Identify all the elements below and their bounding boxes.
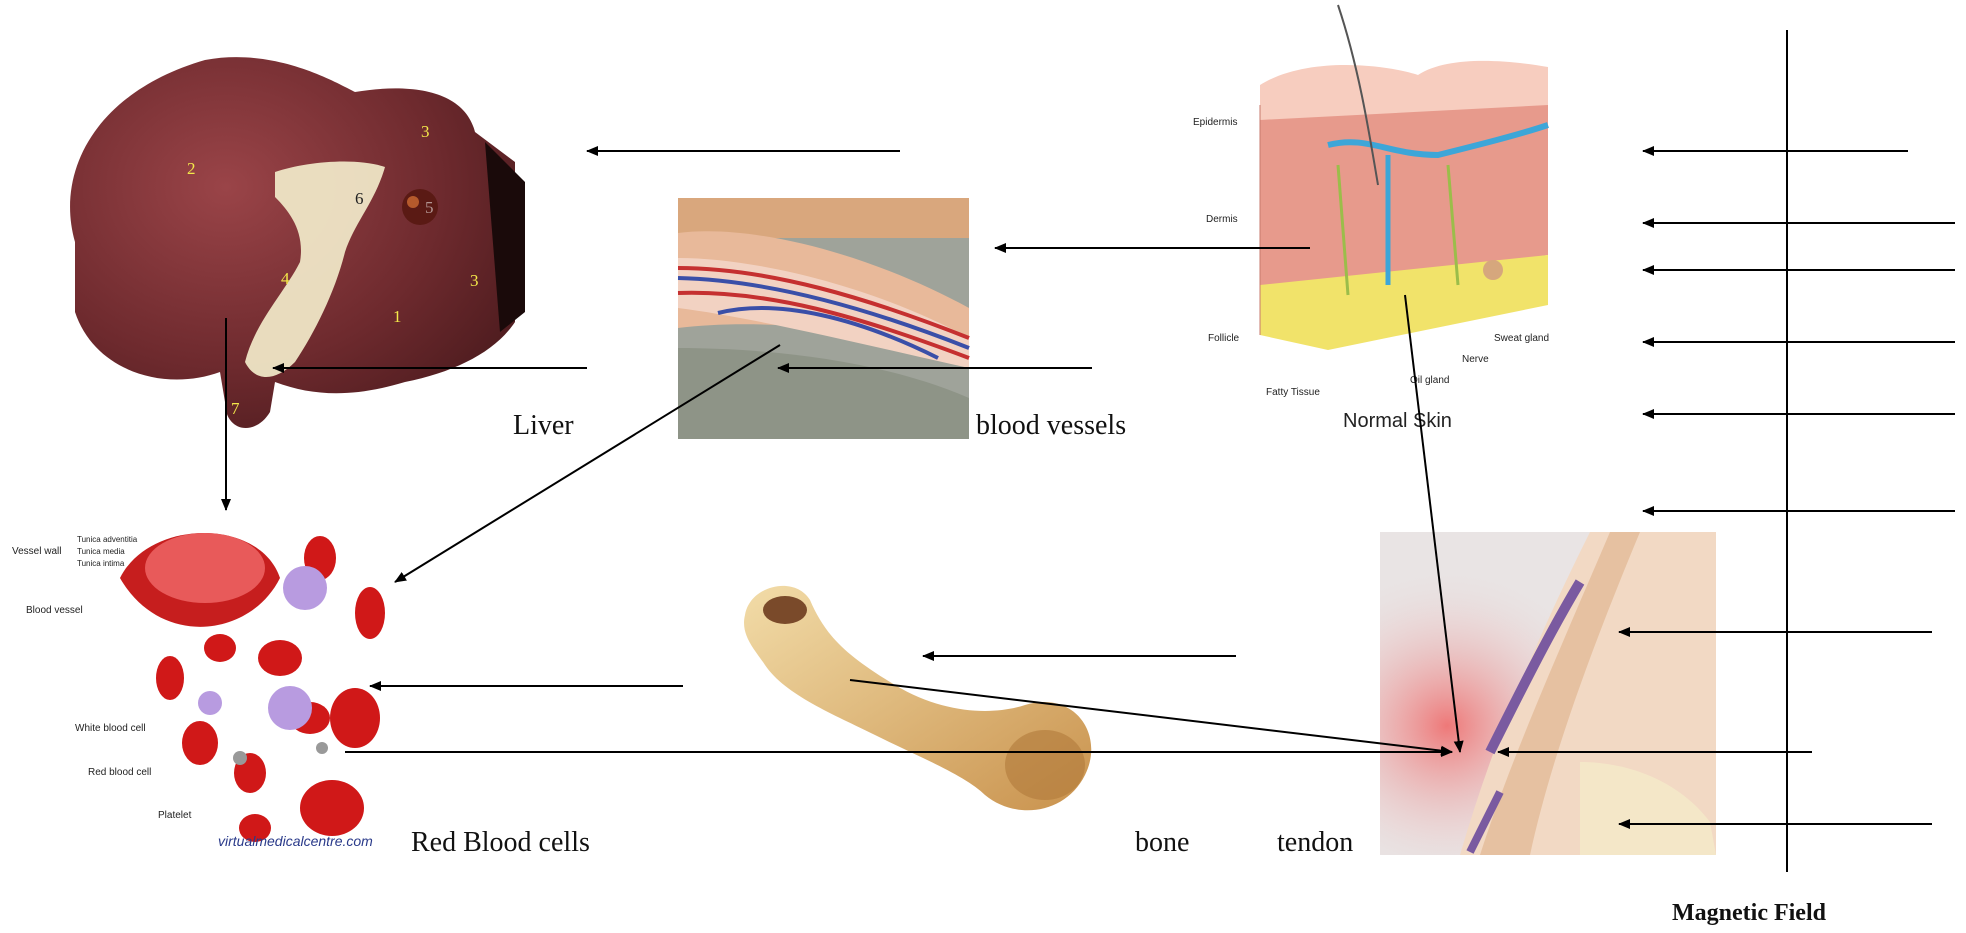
caption-blood-vessels: blood vessels (976, 410, 1126, 442)
caption-liver: Liver (513, 410, 574, 442)
caption-bone: bone (1135, 827, 1189, 859)
caption-red-blood-cells: Red Blood cells (411, 827, 590, 859)
arrow-vessels-to-blood (395, 345, 780, 582)
arrow-bone-to-tendon (850, 680, 1452, 752)
caption-magnetic-field: Magnetic Field (1672, 900, 1826, 927)
arrow-skin-to-tendon (1405, 295, 1460, 752)
caption-tendon: tendon (1277, 827, 1353, 859)
